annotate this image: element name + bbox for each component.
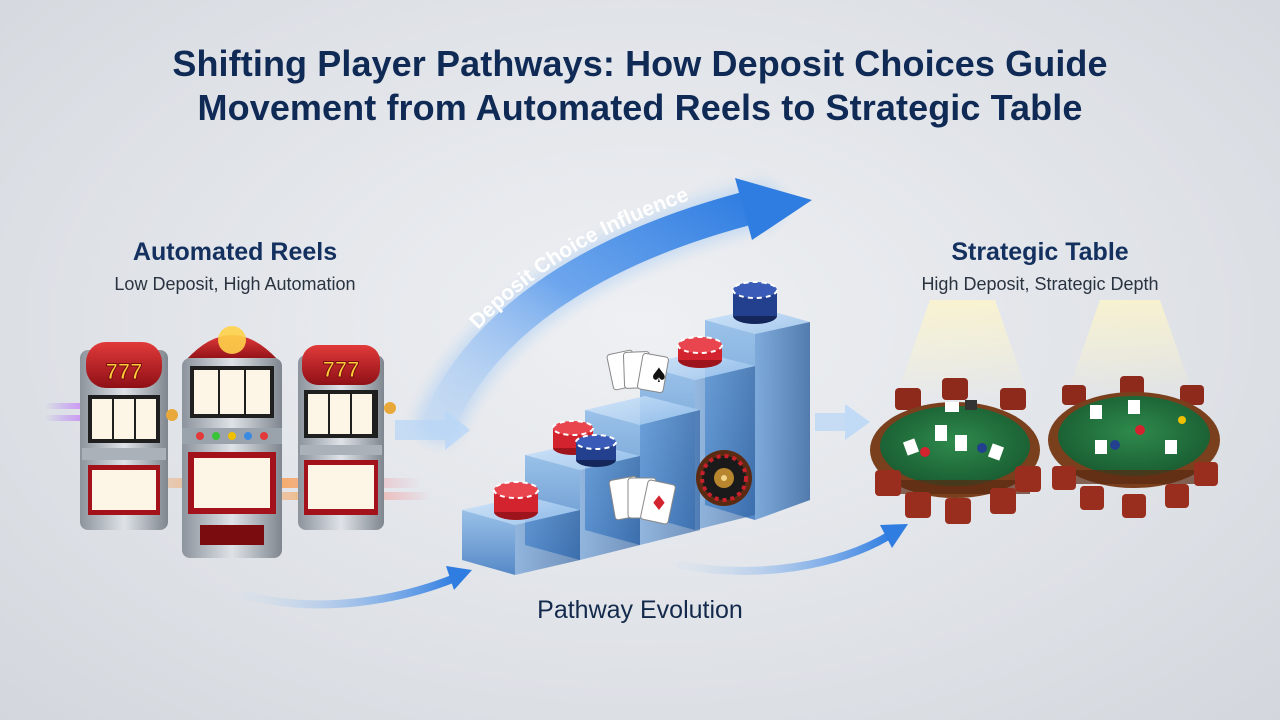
chip-icon bbox=[1110, 440, 1120, 450]
card-icon bbox=[1095, 440, 1107, 454]
chair-icon bbox=[895, 388, 921, 410]
flow-arrow-into-steps bbox=[395, 410, 470, 450]
playing-cards-upper: ♠ bbox=[606, 349, 669, 394]
pathway-arrow-right bbox=[676, 524, 908, 575]
chair-icon bbox=[1180, 385, 1204, 405]
chair-icon bbox=[1122, 494, 1146, 518]
chair-icon bbox=[1120, 376, 1144, 396]
blackjack-table-left bbox=[870, 378, 1041, 524]
chair-icon bbox=[942, 378, 968, 400]
chair-icon bbox=[990, 488, 1016, 514]
chip-stack-red-base bbox=[493, 481, 539, 520]
card-icon bbox=[987, 443, 1005, 461]
page-title: Shifting Player Pathways: How Deposit Ch… bbox=[0, 42, 1280, 130]
strategic-table-heading: Strategic Table bbox=[951, 238, 1129, 266]
chair-icon bbox=[875, 470, 901, 496]
chair-icon bbox=[1165, 484, 1189, 508]
pathway-arrow-left bbox=[241, 566, 472, 609]
chip-icon bbox=[1135, 425, 1145, 435]
chip-stack-blue-top bbox=[732, 281, 778, 324]
slot-symbol-text: 777 bbox=[106, 359, 143, 384]
slot-machine-right: 777 bbox=[298, 345, 396, 530]
chip-icon bbox=[1178, 416, 1186, 424]
card-icon bbox=[935, 425, 947, 441]
diamond-icon: ♦ bbox=[650, 491, 668, 515]
card-icon bbox=[955, 435, 967, 451]
automated-reels-subheading: Low Deposit, High Automation bbox=[114, 274, 356, 294]
card-icon bbox=[1090, 405, 1102, 419]
card-icon bbox=[1165, 440, 1177, 454]
slot-machine-center bbox=[182, 326, 282, 558]
chair-icon bbox=[1000, 388, 1026, 410]
slot-lever-icon bbox=[166, 409, 178, 421]
card-shoe-icon bbox=[965, 400, 977, 410]
slot-lever-icon bbox=[384, 402, 396, 414]
chair-icon bbox=[1062, 385, 1086, 405]
pathway-evolution-label: Pathway Evolution bbox=[537, 596, 743, 624]
automated-reels-heading: Automated Reels bbox=[132, 238, 338, 266]
chip-icon bbox=[977, 443, 987, 453]
slot-symbol-text: 777 bbox=[323, 357, 360, 382]
speed-streak bbox=[45, 403, 105, 409]
chair-icon bbox=[945, 498, 971, 524]
spotlight bbox=[895, 300, 1030, 400]
arrow-head-icon bbox=[446, 566, 472, 590]
chair-icon bbox=[1194, 462, 1218, 486]
poker-table-right bbox=[1048, 376, 1220, 518]
chair-icon bbox=[905, 492, 931, 518]
card-icon bbox=[902, 438, 920, 456]
slot-light-icon bbox=[218, 326, 246, 354]
strategic-table-subheading: High Deposit, Strategic Depth bbox=[921, 274, 1159, 294]
roulette-wheel bbox=[696, 450, 752, 506]
chip-icon bbox=[920, 447, 930, 457]
glass-step-base bbox=[462, 496, 580, 575]
chip-stack-red-step3 bbox=[677, 336, 723, 368]
chair-icon bbox=[1052, 466, 1076, 490]
flow-arrow-into-tables bbox=[815, 404, 870, 440]
title-line-1: Shifting Player Pathways: How Deposit Ch… bbox=[172, 43, 1108, 84]
chair-icon bbox=[1080, 486, 1104, 510]
arrow-head-icon bbox=[735, 178, 812, 240]
speed-streak bbox=[45, 415, 105, 421]
chip-stack-blue-step1 bbox=[575, 434, 617, 467]
card-icon bbox=[945, 402, 959, 412]
arrow-head-icon bbox=[880, 524, 908, 548]
slot-machine-left: 777 bbox=[80, 342, 178, 530]
chair-icon bbox=[1015, 466, 1041, 492]
spotlight bbox=[1065, 300, 1195, 400]
title-line-2: Movement from Automated Reels to Strateg… bbox=[197, 87, 1083, 128]
spade-icon: ♠ bbox=[650, 363, 668, 387]
card-icon bbox=[1128, 400, 1140, 414]
playing-cards-lower: ♦ bbox=[608, 475, 676, 525]
